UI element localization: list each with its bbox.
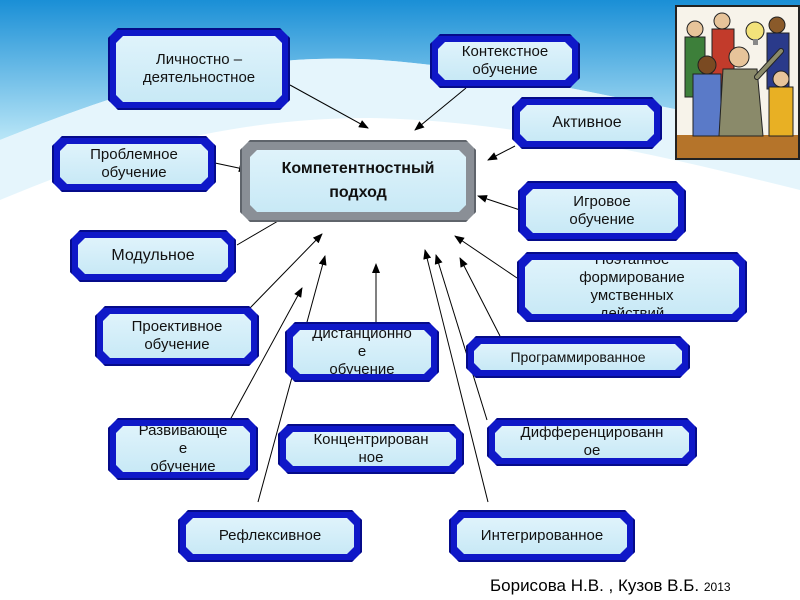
node-igrovoe: Игровое обучение bbox=[518, 181, 686, 241]
node-modulnoe-label: Модульное bbox=[111, 247, 195, 264]
node-lichnostno-label: Личностно – деятельностное bbox=[142, 51, 256, 86]
node-integrirovannoe-label: Интегрированное bbox=[480, 527, 604, 544]
people-idea-clipart-icon bbox=[675, 5, 800, 160]
node-programmirovannoe: Программированное bbox=[466, 336, 690, 378]
node-aktivnoe: Активное bbox=[512, 97, 662, 149]
node-integrirovannoe: Интегрированное bbox=[449, 510, 635, 562]
center-node-label: Компетентностный подход bbox=[281, 160, 435, 201]
author-year: 2013 bbox=[703, 580, 731, 594]
node-koncentrirovannoe-label: Концентрирован ное bbox=[313, 432, 429, 466]
center-node: Компетентностный подход bbox=[240, 140, 476, 222]
node-igrovoe-label: Игровое обучение bbox=[569, 193, 635, 228]
node-differencirovannoe-label: Дифференцированн ое bbox=[520, 426, 664, 458]
node-distancionnoe-label: Дистанционно е обучение bbox=[312, 330, 412, 374]
node-refleksivnoe: Рефлексивное bbox=[178, 510, 362, 562]
node-programmirovannoe-label: Программированное bbox=[510, 349, 646, 365]
node-razvivayushchee-label: Развивающе е обучение bbox=[138, 426, 228, 472]
node-problemnoe-label: Проблемное обучение bbox=[90, 146, 178, 181]
node-proektivnoe-label: Проективное обучение bbox=[131, 318, 223, 353]
node-kontekstnoe-label: Контекстное обучение bbox=[461, 43, 549, 78]
node-kontekstnoe: Контекстное обучение bbox=[430, 34, 580, 88]
node-lichnostno: Личностно – деятельностное bbox=[108, 28, 290, 110]
author-names: Борисова Н.В. , Кузов В.Б. bbox=[490, 576, 700, 595]
node-aktivnoe-label: Активное bbox=[552, 114, 622, 131]
node-poetapnoe: Поэтапное формирование умственных действ… bbox=[517, 252, 747, 322]
author-credit: Борисова Н.В. , Кузов В.Б. 2013 bbox=[490, 576, 731, 596]
node-koncentrirovannoe: Концентрирован ное bbox=[278, 424, 464, 474]
node-razvivayushchee: Развивающе е обучение bbox=[108, 418, 258, 480]
node-distancionnoe: Дистанционно е обучение bbox=[285, 322, 439, 382]
node-problemnoe: Проблемное обучение bbox=[52, 136, 216, 192]
node-differencirovannoe: Дифференцированн ое bbox=[487, 418, 697, 466]
node-proektivnoe: Проективное обучение bbox=[95, 306, 259, 366]
node-modulnoe: Модульное bbox=[70, 230, 236, 282]
node-poetapnoe-label: Поэтапное формирование умственных действ… bbox=[579, 269, 685, 314]
node-refleksivnoe-label: Рефлексивное bbox=[218, 527, 322, 544]
